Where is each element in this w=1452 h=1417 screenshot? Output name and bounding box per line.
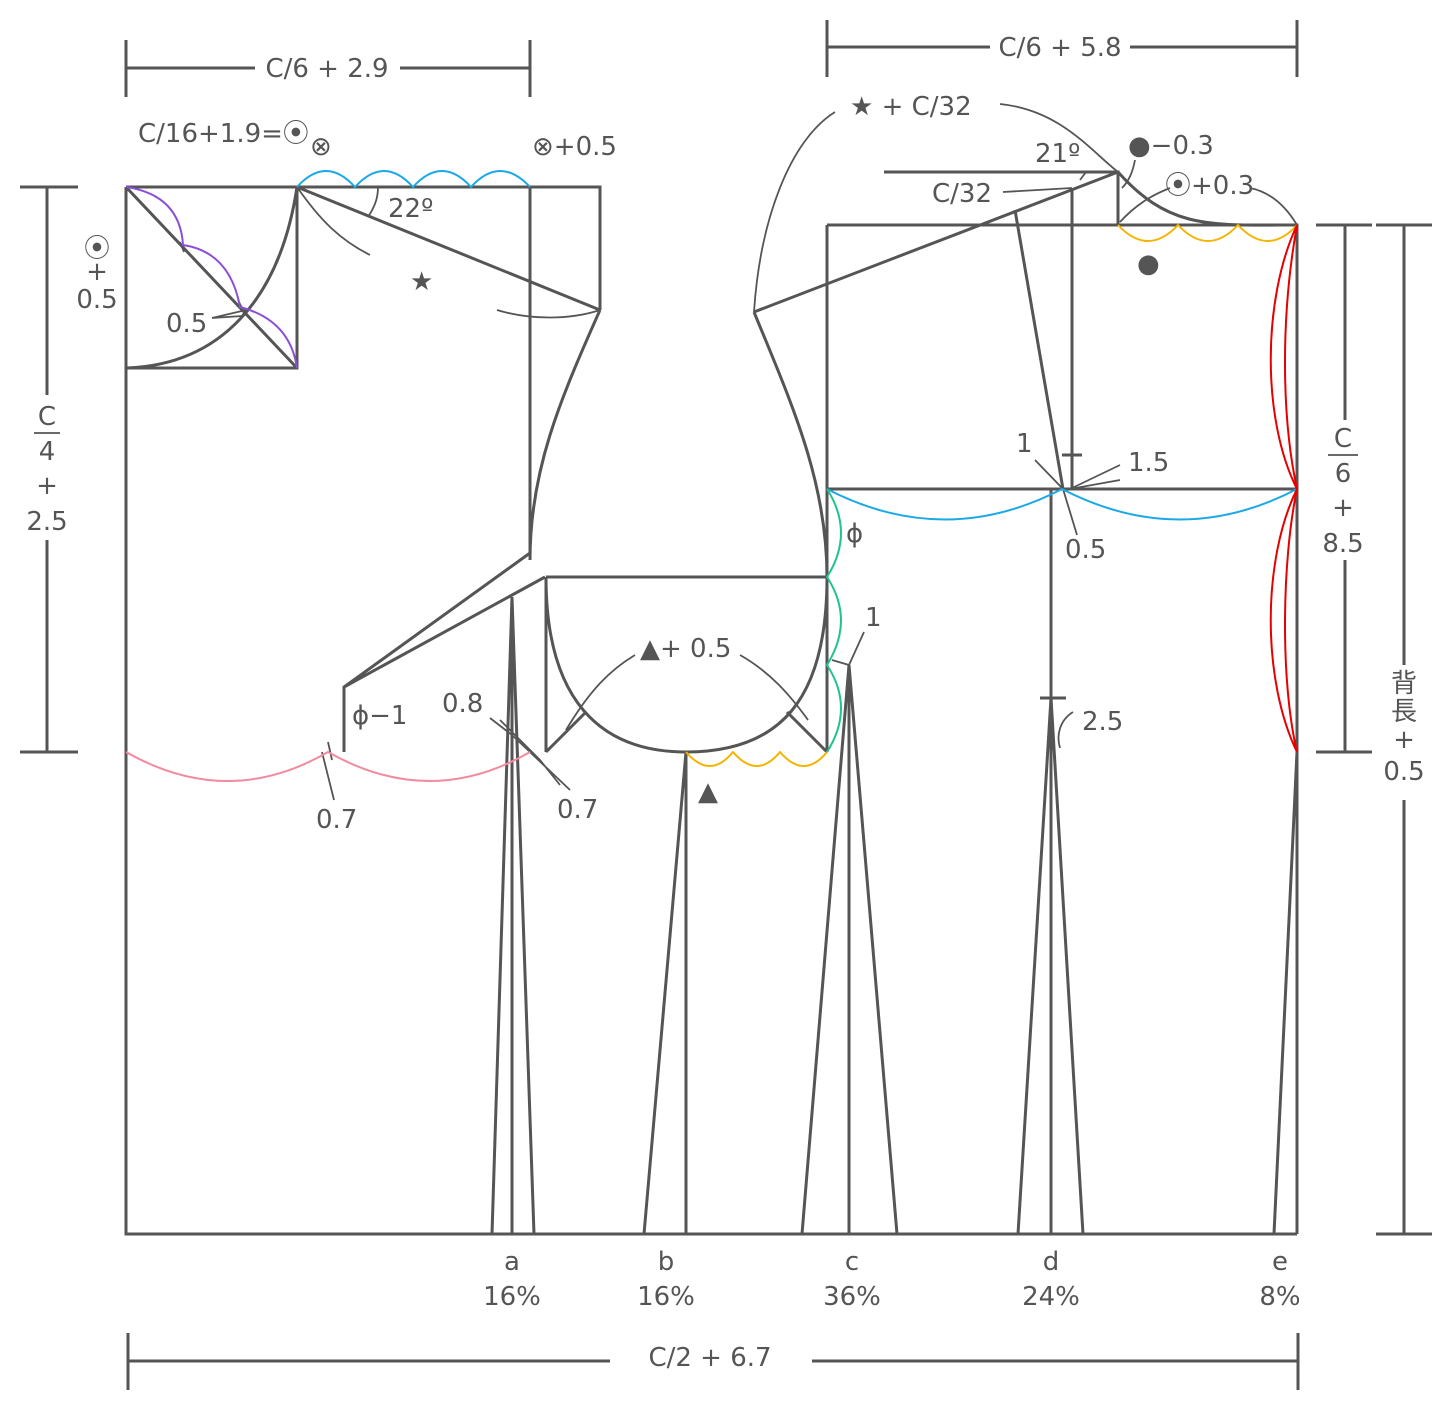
dart-letter: e [1272,1247,1288,1277]
front-piece [752,103,1299,1234]
zero-eight-label: 0.8 [442,689,483,719]
zero-seven-label: 0.7 [557,795,598,825]
zero-seven-label: 0.7 [316,805,357,835]
front-height-label: + [1332,493,1354,523]
dart-percent: 16% [483,1282,541,1312]
front-angle-label: 21º [1035,139,1080,169]
back-angle-label: 22º [388,194,433,224]
dart-one-label: 1 [1016,429,1033,459]
dimension-lines [20,20,1432,1390]
c32-label: C/32 [932,179,992,209]
dart-half-label: 0.5 [1065,535,1106,565]
back-width-label: C/6 + 2.9 [265,54,388,84]
dart-letter: a [504,1247,520,1277]
back-height-label: 2.5 [26,507,67,537]
neck-depth-label: 0.5 [76,285,117,315]
back-length-label: + [1393,725,1415,755]
phi-minus-label: ϕ−1 [352,701,407,731]
dart-percent: 24% [1022,1282,1080,1312]
dart-percent: 16% [637,1282,695,1312]
back-piece [124,185,1297,1236]
dart-letter: b [658,1247,675,1277]
tri-plus-label: ▲+ 0.5 [640,634,731,664]
cross-plus-label: ⊗+0.5 [532,132,617,162]
dart-percent: 36% [823,1282,881,1312]
front-height-label: 6 [1335,459,1352,489]
cross-mark: ⊗ [310,132,332,162]
back-height-label: C [38,402,56,432]
neck-offset-label: 0.5 [166,309,207,339]
star-mark: ★ [410,267,433,297]
front-height-label: C [1334,424,1352,454]
two-five-label: 2.5 [1082,707,1123,737]
dot-minus-label: ●−0.3 [1128,131,1214,161]
dart-labels: a 16% b 16% c 36% d 24% e 8% [483,1247,1301,1312]
back-height-label: + [36,471,58,501]
neck-width-label: C/16+1.9=⦿ [138,119,309,149]
side-one-label: 1 [865,603,882,633]
tri-mark: ▲ [698,777,718,807]
front-height-label: 8.5 [1322,529,1363,559]
back-height-label: 4 [39,437,56,467]
front-width-label: C/6 + 5.8 [998,33,1121,63]
labels: C/6 + 2.9 C/6 + 5.8 C/2 + 6.7 C 4 + 2.5 … [26,33,1424,1373]
neck-depth-label: + [86,257,108,287]
dart-percent: 8% [1259,1282,1300,1312]
dart-one-five-label: 1.5 [1128,448,1169,478]
dot-mark: ● [1137,249,1160,279]
colored-guides [125,170,1299,782]
back-length-label: 背 [1391,669,1417,699]
darts [321,596,1299,1235]
dart-letter: d [1043,1247,1060,1277]
dart-letter: c [845,1247,859,1277]
side-piece [544,575,829,754]
phi-label: ϕ [846,519,863,549]
neck-depth-label: ⦿ [84,234,110,264]
back-length-label: 0.5 [1383,757,1424,787]
star-plus-label: ★ + C/32 [850,92,972,122]
back-length-label: 長 [1391,697,1417,727]
circ-plus-label: ⦿+0.3 [1165,171,1254,201]
total-width-label: C/2 + 6.7 [648,1343,771,1373]
